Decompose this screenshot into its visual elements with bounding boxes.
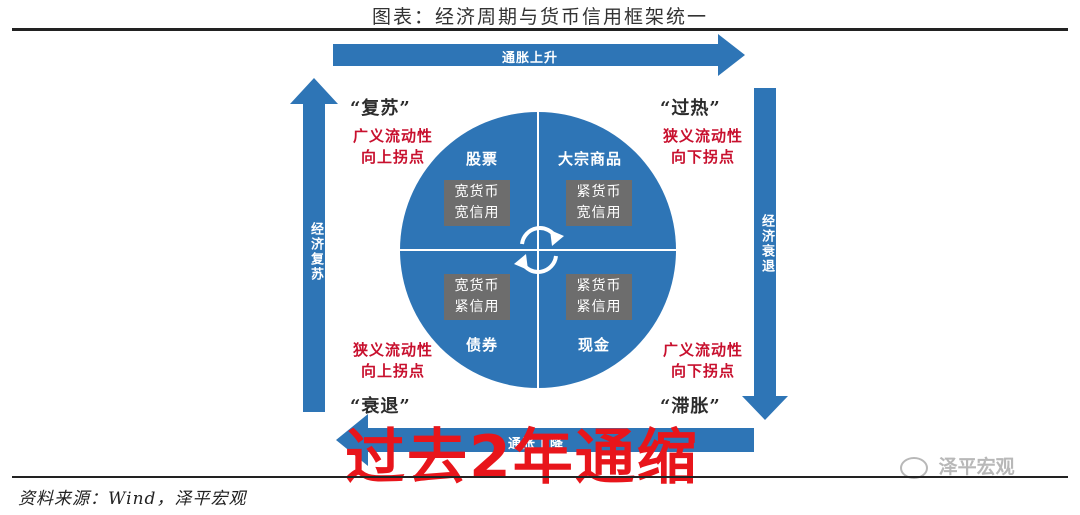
turning-point-line: 狭义流动性 (352, 341, 433, 359)
bottom-arrow (336, 414, 754, 466)
turning-point-line: 向下拐点 (670, 148, 735, 166)
turning-point-top-left: 广义流动性 向上拐点 (338, 126, 448, 168)
turning-point-line: 向下拐点 (670, 362, 735, 380)
watermark-text: 泽平宏观 (938, 456, 1015, 478)
turning-point-line: 狭义流动性 (662, 127, 743, 145)
rotation-arrowhead-bottom (514, 254, 528, 270)
policy-line: 紧货币 (576, 184, 622, 200)
top-rule (12, 28, 1068, 31)
turning-point-bottom-left: 狭义流动性 向上拐点 (338, 340, 448, 382)
policy-line: 紧信用 (454, 299, 500, 315)
policy-box-bottom-left: 宽货币 紧信用 (444, 274, 510, 320)
policy-line: 紧信用 (576, 299, 622, 315)
bottom-rule (12, 476, 1068, 478)
figure-title: 图表：经济周期与货币信用框架统一 (371, 6, 708, 28)
phase-stagflation: “滞胀” (660, 396, 721, 417)
right-arrow (742, 88, 788, 420)
phase-recession: “衰退” (350, 396, 411, 417)
asset-commodities: 大宗商品 (558, 150, 623, 168)
left-arrow-label: 经济复苏 (308, 222, 323, 282)
rotation-arrowhead-top (550, 230, 564, 246)
top-arrow (333, 34, 745, 76)
overlay-annotation: 过去2年通缩 (345, 423, 699, 493)
turning-point-line: 广义流动性 (662, 341, 743, 359)
top-arrow-label: 通胀上升 (502, 51, 559, 66)
watermark: 泽平宏观 (900, 452, 1015, 479)
right-arrow-label: 经济衰退 (759, 214, 774, 274)
turning-point-bottom-right: 广义流动性 向下拐点 (648, 340, 758, 382)
bottom-arrow-label: 通胀下降 (508, 437, 565, 452)
source-note: 资料来源：Wind，泽平宏观 (18, 489, 247, 509)
left-arrow (290, 78, 338, 412)
policy-box-top-left: 宽货币 宽信用 (444, 180, 510, 226)
asset-bonds: 债券 (466, 336, 499, 354)
turning-point-line: 向上拐点 (360, 148, 425, 166)
policy-box-top-right: 紧货币 宽信用 (566, 180, 632, 226)
policy-box-bottom-right: 紧货币 紧信用 (566, 274, 632, 320)
policy-line: 宽货币 (454, 184, 500, 200)
policy-line: 紧货币 (576, 278, 622, 294)
asset-cash: 现金 (578, 336, 611, 354)
phase-overheat: “过热” (660, 98, 721, 119)
policy-line: 宽信用 (576, 205, 622, 221)
policy-line: 宽货币 (454, 278, 500, 294)
phase-recovery: “复苏” (350, 98, 411, 119)
turning-point-top-right: 狭义流动性 向下拐点 (648, 126, 758, 168)
turning-point-line: 广义流动性 (352, 127, 433, 145)
turning-point-line: 向上拐点 (360, 362, 425, 380)
asset-stocks: 股票 (466, 150, 499, 168)
policy-line: 宽信用 (454, 205, 500, 221)
